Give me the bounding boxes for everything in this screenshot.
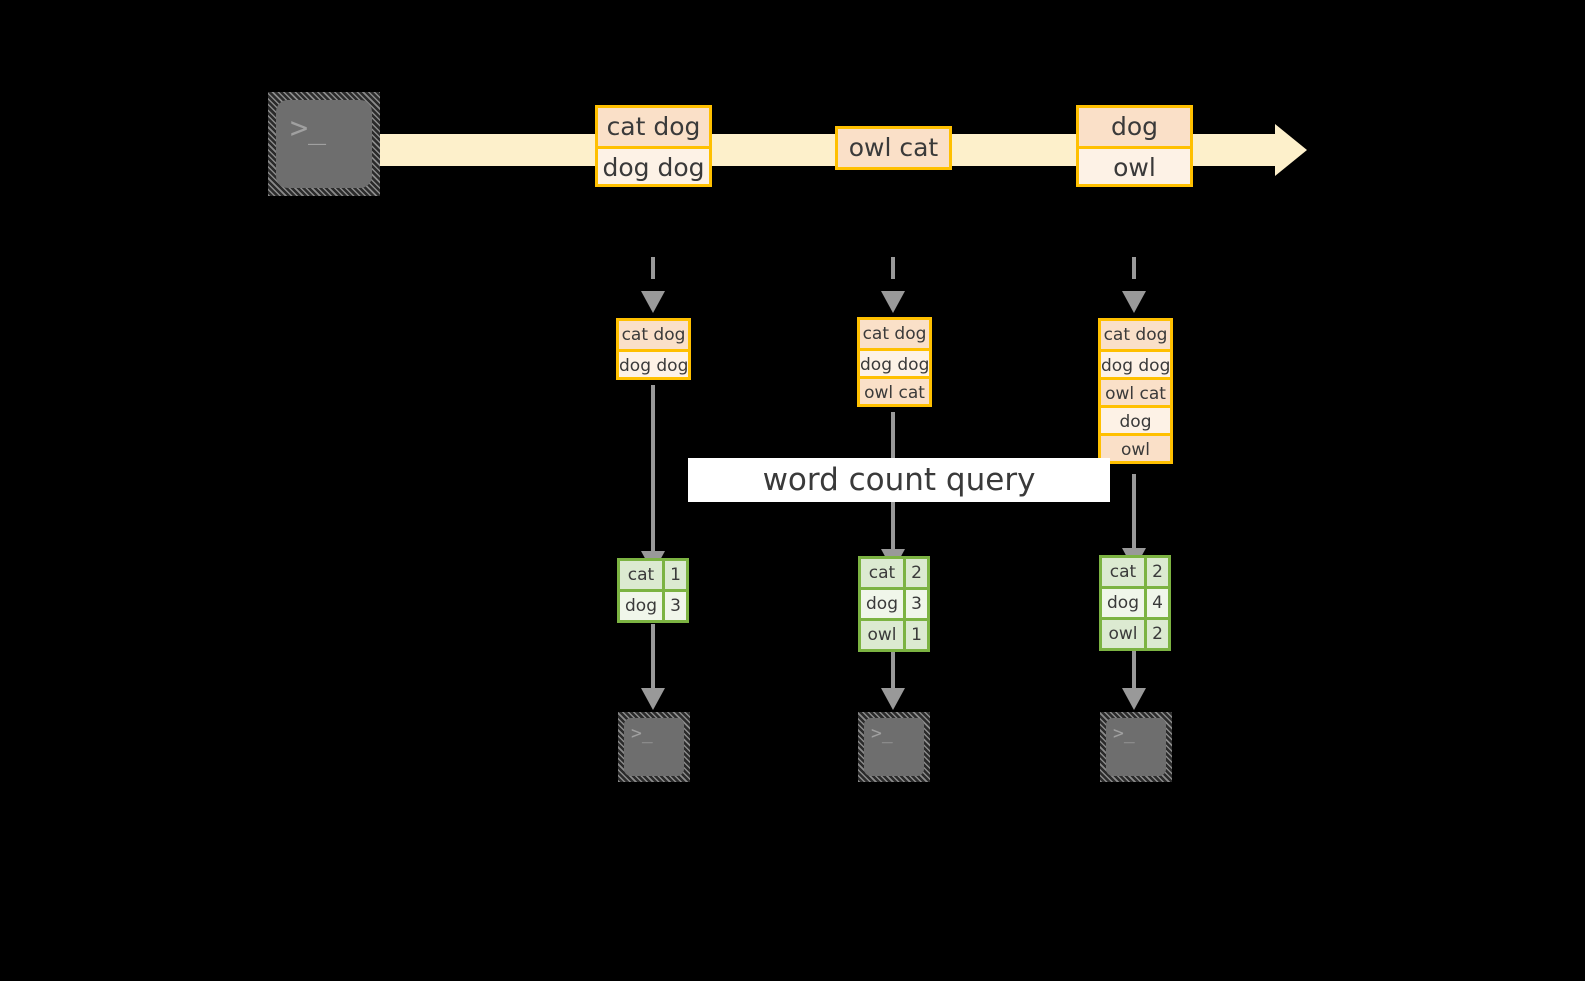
terminal-body <box>1106 718 1166 776</box>
input-table-3[interactable]: cat dog dog dog owl cat dog owl <box>1098 318 1173 464</box>
result-table-2-row-1-word: cat <box>861 559 903 587</box>
result-table-1-row-1: cat 1 <box>620 561 686 589</box>
result-table-2-row-3-word: owl <box>861 621 903 649</box>
result-table-2-row-3-count: 1 <box>903 621 927 649</box>
stream-batch-2-line-1: owl cat <box>838 129 949 167</box>
stream-batch-2[interactable]: owl cat <box>835 126 952 170</box>
sink-arrow-3 <box>1132 651 1136 692</box>
input-table-2-row-2: dog dog <box>860 348 929 376</box>
result-table-3-row-2-word: dog <box>1102 589 1144 617</box>
result-table-1[interactable]: cat 1 dog 3 <box>617 558 689 623</box>
result-table-1-row-2-word: dog <box>620 592 662 620</box>
result-table-3-row-1: cat 2 <box>1102 558 1168 586</box>
sink-arrow-2 <box>891 652 895 692</box>
input-table-2-row-1: cat dog <box>860 320 929 348</box>
dashed-connector-2 <box>891 257 895 293</box>
input-table-3-row-2: dog dog <box>1101 349 1170 377</box>
result-table-1-row-2-count: 3 <box>662 592 686 620</box>
input-table-3-row-1: cat dog <box>1101 321 1170 349</box>
dashed-connector-1 <box>651 257 655 293</box>
stream-batch-3-line-2: owl <box>1079 146 1190 184</box>
result-table-3-row-3-count: 2 <box>1144 620 1168 648</box>
result-table-3-row-3-word: owl <box>1102 620 1144 648</box>
stream-batch-1-line-1: cat dog <box>598 108 709 146</box>
sink-terminal-3[interactable]: >_ <box>1100 712 1172 782</box>
input-table-2-row-3: owl cat <box>860 376 929 404</box>
result-table-3[interactable]: cat 2 dog 4 owl 2 <box>1099 555 1171 651</box>
terminal-body <box>276 100 372 188</box>
stream-arrow-head <box>1275 124 1307 176</box>
dashed-connector-3 <box>1132 257 1136 293</box>
query-arrow-1 <box>651 385 655 557</box>
result-table-2-row-2-count: 3 <box>903 590 927 618</box>
result-table-3-row-2-count: 4 <box>1144 589 1168 617</box>
input-table-1[interactable]: cat dog dog dog <box>616 318 691 380</box>
terminal-prompt-glyph: >_ <box>290 111 327 146</box>
query-arrow-3 <box>1132 474 1136 555</box>
stream-batch-3[interactable]: dog owl <box>1076 105 1193 187</box>
result-table-3-row-2: dog 4 <box>1102 586 1168 617</box>
result-table-2-row-2-word: dog <box>861 590 903 618</box>
input-table-3-row-5: owl <box>1101 433 1170 461</box>
terminal-prompt-glyph: >_ <box>871 723 893 744</box>
dashed-connector-3-arrowhead <box>1122 291 1146 313</box>
sink-terminal-2[interactable]: >_ <box>858 712 930 782</box>
stream-batch-1[interactable]: cat dog dog dog <box>595 105 712 187</box>
sink-arrow-1-arrowhead <box>641 688 665 710</box>
stream-batch-1-line-2: dog dog <box>598 146 709 184</box>
result-table-3-row-3: owl 2 <box>1102 617 1168 648</box>
input-table-3-row-4: dog <box>1101 405 1170 433</box>
result-table-2-row-1: cat 2 <box>861 559 927 587</box>
input-table-1-row-2: dog dog <box>619 349 688 377</box>
query-label: word count query <box>688 458 1110 502</box>
result-table-3-row-1-count: 2 <box>1144 558 1168 586</box>
input-table-3-row-3: owl cat <box>1101 377 1170 405</box>
source-terminal-icon[interactable]: >_ <box>268 92 380 196</box>
result-table-2[interactable]: cat 2 dog 3 owl 1 <box>858 556 930 652</box>
result-table-1-row-1-word: cat <box>620 561 662 589</box>
dashed-connector-2-arrowhead <box>881 291 905 313</box>
result-table-2-row-3: owl 1 <box>861 618 927 649</box>
input-table-2[interactable]: cat dog dog dog owl cat <box>857 317 932 407</box>
terminal-prompt-glyph: >_ <box>631 723 653 744</box>
result-table-2-row-2: dog 3 <box>861 587 927 618</box>
result-table-1-row-2: dog 3 <box>620 589 686 620</box>
dashed-connector-1-arrowhead <box>641 291 665 313</box>
terminal-body <box>624 718 684 776</box>
result-table-2-row-1-count: 2 <box>903 559 927 587</box>
result-table-1-row-1-count: 1 <box>662 561 686 589</box>
terminal-prompt-glyph: >_ <box>1113 723 1135 744</box>
sink-arrow-2-arrowhead <box>881 688 905 710</box>
sink-arrow-1 <box>651 624 655 692</box>
terminal-body <box>864 718 924 776</box>
result-table-3-row-1-word: cat <box>1102 558 1144 586</box>
input-table-1-row-1: cat dog <box>619 321 688 349</box>
stream-batch-3-line-1: dog <box>1079 108 1190 146</box>
sink-arrow-3-arrowhead <box>1122 688 1146 710</box>
sink-terminal-1[interactable]: >_ <box>618 712 690 782</box>
